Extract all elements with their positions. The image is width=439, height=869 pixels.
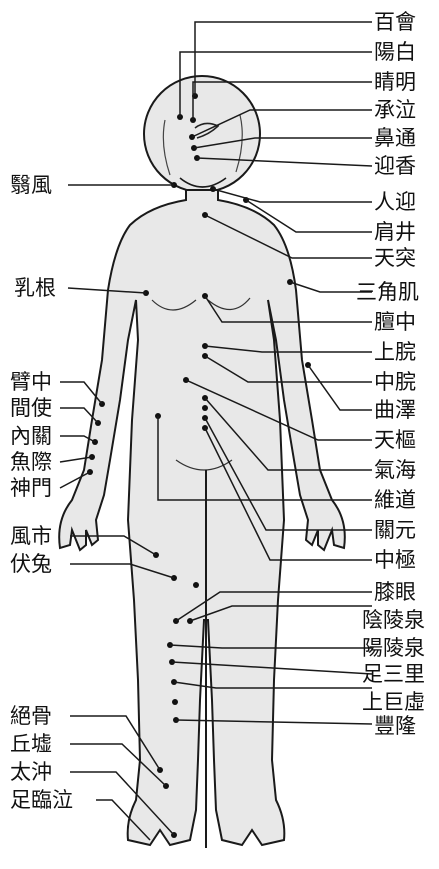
label-zhongji: 中極 xyxy=(374,548,416,572)
label-tiantu: 天突 xyxy=(374,246,416,270)
label-yanglingquan: 陽陵泉 xyxy=(362,636,425,660)
label-xiyan: 膝眼 xyxy=(374,580,416,604)
label-sanjiaoji: 三角肌 xyxy=(356,280,419,304)
label-taichong: 太沖 xyxy=(10,760,52,784)
label-tianshu: 天樞 xyxy=(374,428,416,452)
label-renying: 人迎 xyxy=(374,190,416,214)
label-shangwan: 上脘 xyxy=(374,340,416,364)
label-baihui: 百會 xyxy=(374,10,416,34)
label-jianjing: 肩井 xyxy=(374,220,416,244)
label-chengqi: 承泣 xyxy=(374,98,416,122)
label-jianshi: 間使 xyxy=(10,396,52,420)
label-yuji: 魚際 xyxy=(10,450,52,474)
label-zulinqi: 足臨泣 xyxy=(10,788,73,812)
label-guanyuan: 關元 xyxy=(374,518,416,542)
label-yifeng: 翳風 xyxy=(10,173,52,197)
label-yangbai: 陽白 xyxy=(374,40,416,64)
leader-renying xyxy=(213,189,372,202)
label-yingxiang: 迎香 xyxy=(374,154,416,178)
label-qihai: 氣海 xyxy=(374,458,416,482)
label-zhongwan: 中脘 xyxy=(374,370,416,394)
body-silhouette xyxy=(59,76,345,848)
label-rugen: 乳根 xyxy=(14,276,56,300)
point-weidao xyxy=(202,405,208,411)
label-jingming: 睛明 xyxy=(374,70,416,94)
leader-quze xyxy=(308,365,372,410)
label-neiguan: 內關 xyxy=(10,424,52,448)
label-juegu: 絕骨 xyxy=(10,704,52,728)
label-bizhong: 臂中 xyxy=(10,370,52,394)
point-thigh-2 xyxy=(193,582,199,588)
label-shanzhong: 膻中 xyxy=(374,310,416,334)
label-shenmen: 神門 xyxy=(10,476,52,500)
label-weidao: 維道 xyxy=(374,488,416,512)
label-yinlingquan: 陰陵泉 xyxy=(362,608,425,632)
label-zusanli: 足三里 xyxy=(362,662,425,686)
torso-outline xyxy=(59,190,345,845)
label-bitong: 鼻通 xyxy=(374,126,416,150)
label-fenglong: 豐隆 xyxy=(374,714,416,738)
label-fengshi: 風市 xyxy=(10,524,52,548)
label-futu: 伏兔 xyxy=(10,552,52,576)
label-qiuxu: 丘墟 xyxy=(10,732,52,756)
label-quze: 曲澤 xyxy=(374,398,416,422)
label-shangjuxu: 上巨虛 xyxy=(362,690,425,714)
point-shangjuxu xyxy=(172,699,178,705)
